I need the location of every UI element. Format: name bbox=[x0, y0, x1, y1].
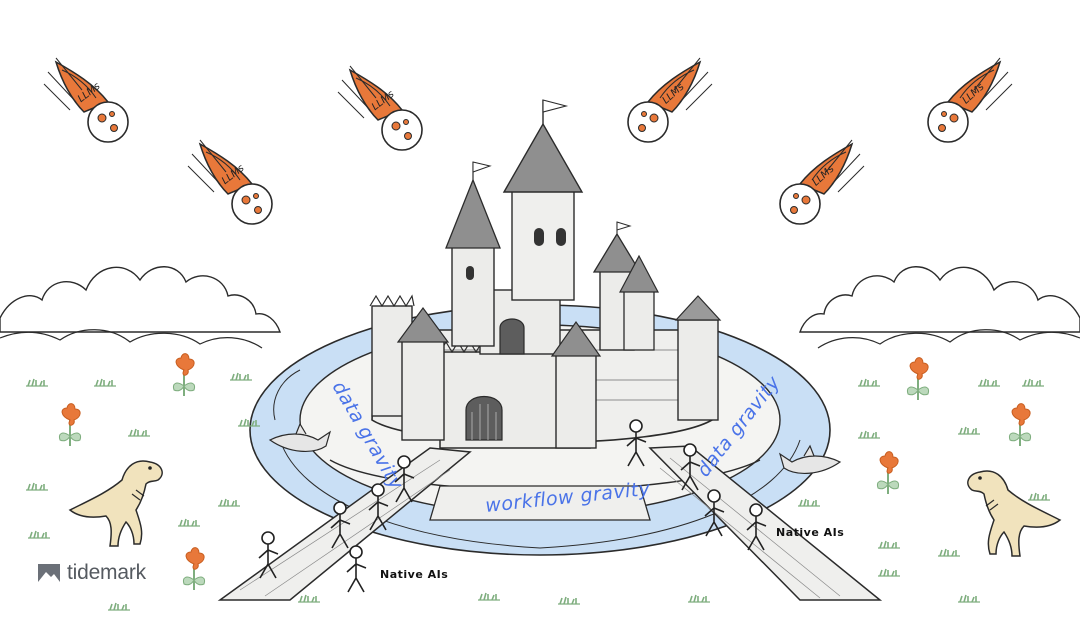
bridge-right bbox=[648, 445, 883, 601]
meteor-2: LLMs bbox=[187, 139, 273, 225]
tidemark-logo-icon bbox=[38, 564, 60, 582]
brand-logo: tidemark bbox=[38, 561, 146, 585]
label-native-ais-left: Native AIs bbox=[380, 568, 448, 581]
meteor-5: LLMs bbox=[779, 139, 865, 225]
shark-left bbox=[268, 422, 332, 452]
bridge-front bbox=[429, 485, 651, 521]
brand-name: tidemark bbox=[67, 561, 146, 584]
meteor-6: LLMs bbox=[927, 57, 1013, 143]
label-native-ais-right: Native AIs bbox=[776, 526, 844, 539]
dinosaur-left bbox=[69, 460, 163, 547]
castle bbox=[329, 99, 761, 491]
meteor-4: LLMs bbox=[627, 57, 713, 143]
meteor-3: LLMs bbox=[337, 65, 423, 151]
dinosaur-right bbox=[967, 470, 1061, 557]
meteor-1: LLMs bbox=[43, 57, 129, 143]
shark-right bbox=[778, 444, 842, 474]
